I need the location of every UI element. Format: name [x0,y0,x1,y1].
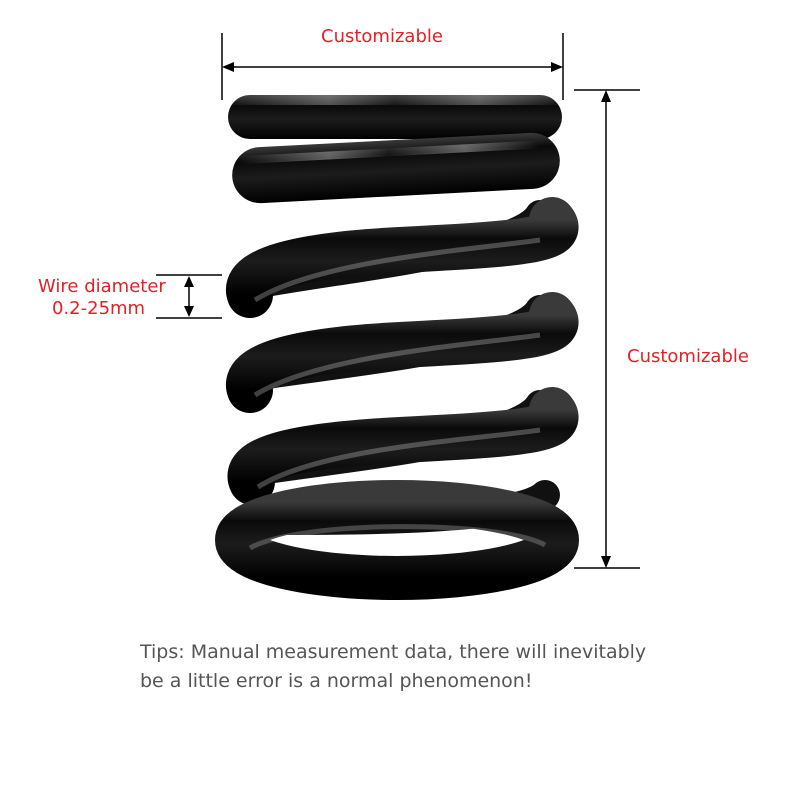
tips-line-2: be a little error is a normal phenomenon… [140,670,533,692]
wire-diameter-label: Wire diameter [38,276,166,297]
arrow-up-icon [184,276,194,287]
width-label: Customizable [321,26,443,47]
tips-line-1: Tips: Manual measurement data, there wil… [140,641,647,663]
arrow-left-icon [222,62,234,72]
arrow-right-icon [551,62,563,72]
wire-diameter-dimension-line [156,274,222,319]
arrow-up-icon [601,90,611,102]
height-label: Customizable [627,346,749,367]
height-dimension-line [574,89,640,569]
measurement-tips: Tips: Manual measurement data, there wil… [140,638,700,696]
arrow-down-icon [601,556,611,568]
arrow-down-icon [184,306,194,317]
spring-coils [215,95,579,600]
width-dimension-line [221,33,564,100]
wire-diameter-value: 0.2-25mm [52,298,146,319]
